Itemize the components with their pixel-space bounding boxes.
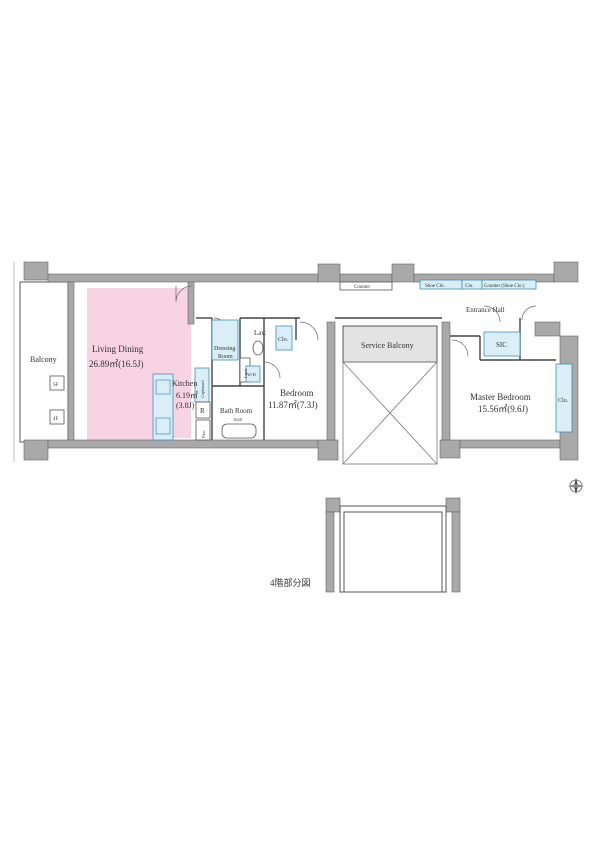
bath-room-label: Bath Room bbox=[220, 407, 253, 415]
counter-fixture bbox=[339, 281, 393, 291]
exterior-walls bbox=[23, 261, 579, 461]
washer-dryer-label: W/D bbox=[247, 372, 256, 377]
cupboard-label: Cupboard bbox=[200, 380, 205, 398]
service-balcony-area bbox=[342, 325, 438, 363]
outdoor-unit-1-box bbox=[49, 375, 65, 391]
clo-master-label: Clo. bbox=[558, 398, 569, 404]
shoe-closets bbox=[419, 279, 537, 290]
master-bedroom-area: 15.56㎡(9.6J) bbox=[478, 404, 528, 414]
kitchen-area-2: (3.8J) bbox=[176, 401, 195, 410]
pantry-box bbox=[195, 419, 211, 441]
lav-label: Lav. bbox=[254, 329, 266, 337]
living-dining-label: Living Dining bbox=[92, 344, 144, 354]
counter-shoe-clo-label: Counter (Shoe Clo.) bbox=[484, 284, 525, 289]
dressing-room-label-2: Room bbox=[218, 354, 233, 360]
service-balcony-label: Service Balcony bbox=[361, 341, 414, 350]
bath-tub bbox=[221, 423, 257, 439]
refrigerator-box bbox=[195, 401, 211, 419]
outdoor-unit-2-label: 4F bbox=[53, 417, 59, 422]
washer-dryer-box bbox=[245, 365, 261, 383]
bedroom-label: Bedroom bbox=[280, 388, 314, 398]
lower-floor-outline bbox=[339, 505, 447, 593]
linen-label: Linen bbox=[243, 369, 248, 378]
dressing-room-label-1: Dressing bbox=[214, 346, 235, 352]
entrance-hall-label: Entrance Hall bbox=[466, 306, 505, 314]
floor-caption: 4階部分図 bbox=[270, 577, 311, 588]
sic-label: SIC bbox=[496, 341, 507, 349]
outdoor-unit-2-box bbox=[49, 409, 65, 425]
kitchen-area-1: 6.19㎡ bbox=[176, 391, 198, 400]
interior-walls bbox=[196, 317, 556, 440]
refrigerator-label: R bbox=[200, 407, 205, 415]
master-bedroom-label: Master Bedroom bbox=[470, 392, 531, 402]
living-dining-highlight-lower bbox=[87, 360, 152, 440]
kitchen-stove bbox=[155, 417, 171, 435]
bedroom-area: 11.87㎡(7.3J) bbox=[268, 400, 318, 410]
counter-label: Counter bbox=[354, 285, 370, 290]
shoe-clo-label: Shoe Clo. bbox=[425, 284, 445, 289]
living-dining-area: 26.89㎡(16.5J) bbox=[89, 359, 144, 369]
outdoor-unit-1-label: SF bbox=[53, 383, 59, 388]
clo-lav-label: Clo. bbox=[278, 337, 289, 343]
lower-floor-walls bbox=[325, 497, 461, 593]
kitchen-fixtures bbox=[152, 319, 573, 441]
void-area bbox=[342, 361, 438, 465]
kitchen-label: Kitchen bbox=[172, 379, 197, 388]
balcony-label: Balcony bbox=[30, 355, 57, 364]
clo-label: Clo. bbox=[465, 284, 473, 289]
toilet bbox=[252, 340, 264, 356]
kitchen-sink bbox=[155, 379, 171, 395]
compass-icon bbox=[568, 478, 584, 494]
pantry-label: Pan. bbox=[201, 430, 206, 438]
bath-size-label: 1620 bbox=[233, 417, 243, 422]
